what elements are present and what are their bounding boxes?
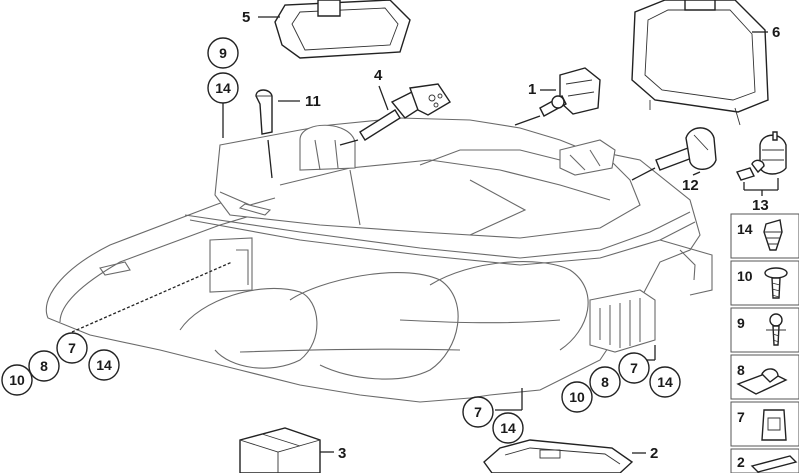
part-6-cover[interactable] — [631, 0, 769, 126]
circle-10-right — [561, 381, 593, 413]
callout-3: 3 — [338, 445, 346, 462]
sidebar-9-screw[interactable] — [766, 313, 786, 346]
circle-9-top-label: 9 — [219, 45, 227, 61]
leader-11b — [267, 139, 273, 179]
callout-4: 4 — [374, 67, 383, 84]
leader-1b — [514, 115, 541, 126]
part-2-ballast[interactable] — [483, 439, 634, 473]
callout-2: 2 — [650, 445, 658, 462]
sidebar-2-shim[interactable] — [750, 455, 798, 473]
sidebar-7-label: 7 — [737, 409, 745, 425]
circle-8-left — [28, 350, 60, 382]
part-12-bulb[interactable] — [655, 127, 717, 171]
circle-7-right-label: 7 — [630, 360, 638, 376]
circle-8-left-label: 8 — [40, 358, 48, 374]
sidebar-8-label: 8 — [737, 362, 745, 378]
leader-4b — [339, 139, 359, 146]
circle-7-left — [56, 332, 88, 364]
headlamp-housing — [45, 117, 713, 403]
callout-12: 12 — [682, 177, 699, 194]
part-4-bulb[interactable] — [359, 83, 451, 141]
circle-14-top-label: 14 — [215, 80, 231, 96]
circle-7-bottom — [462, 396, 494, 428]
part-3-box[interactable] — [239, 427, 321, 473]
leader-12 — [692, 171, 701, 176]
circle-10-right-label: 10 — [569, 389, 585, 405]
circle-14-left-label: 14 — [96, 357, 112, 373]
circle-14-bottom-label: 14 — [500, 420, 516, 436]
part-11-hose[interactable] — [255, 89, 273, 135]
circle-9-top — [207, 37, 239, 69]
sidebar-9-label: 9 — [737, 315, 745, 331]
circle-14-right — [649, 366, 681, 398]
sidebar-7-clip[interactable] — [761, 409, 787, 441]
callout-1: 1 — [528, 81, 536, 98]
sidebar-14-clip[interactable] — [763, 219, 783, 251]
leader-12b — [631, 167, 656, 181]
circle-7-right — [618, 352, 650, 384]
callout-11: 11 — [305, 93, 321, 110]
sidebar-8-nut[interactable] — [736, 368, 788, 395]
leader-4 — [378, 85, 389, 111]
circle-8-right-label: 8 — [601, 374, 609, 390]
callout-5: 5 — [242, 9, 250, 26]
leader-left-dashed — [71, 261, 233, 333]
callout-6: 6 — [772, 24, 780, 41]
sidebar-14-label: 14 — [737, 221, 753, 237]
circle-7-bottom-label: 7 — [474, 404, 482, 420]
circle-14-left — [88, 349, 120, 381]
sidebar-10-screw[interactable] — [764, 267, 788, 299]
sidebar-legend: 14 10 9 8 7 — [730, 213, 799, 473]
part-13-socket[interactable] — [736, 131, 787, 181]
circle-7-left-label: 7 — [68, 340, 76, 356]
part-1-xenon-bulb[interactable] — [539, 67, 601, 117]
sidebar-2-label: 2 — [737, 454, 745, 470]
circle-10-left — [1, 364, 33, 396]
sidebar-10-label: 10 — [737, 268, 753, 284]
circle-14-right-label: 14 — [657, 374, 673, 390]
callout-13: 13 — [752, 197, 769, 214]
circle-14-bottom — [492, 412, 524, 444]
circle-10-left-label: 10 — [9, 372, 25, 388]
part-5-cover[interactable] — [274, 0, 411, 59]
circle-8-right — [589, 366, 621, 398]
